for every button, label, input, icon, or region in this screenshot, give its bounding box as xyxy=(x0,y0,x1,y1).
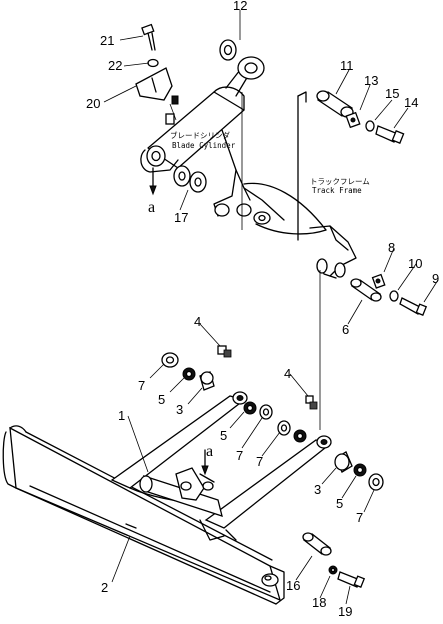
grease-fitting-part-4a xyxy=(217,345,232,358)
label-part-6: 6 xyxy=(342,322,349,337)
blade-part-2 xyxy=(2,425,285,605)
bolt-part-19 xyxy=(337,571,366,588)
label-part-10: 10 xyxy=(408,256,422,271)
track-frame xyxy=(297,91,357,279)
track-frame-caption-en: Track Frame xyxy=(312,186,362,195)
frame-part-1 xyxy=(110,391,332,541)
grease-fitting-part-4b xyxy=(305,395,318,410)
washer-part-12 xyxy=(219,39,237,61)
washer-part-22 xyxy=(147,58,159,68)
label-part-7a: 7 xyxy=(138,378,145,393)
label-part-15: 15 xyxy=(385,86,399,101)
frame-bracket xyxy=(213,92,327,235)
label-part-2: 2 xyxy=(101,580,108,595)
reference-letter-a-blade: a xyxy=(206,443,213,460)
label-part-22: 22 xyxy=(108,58,122,73)
label-part-5c: 5 xyxy=(336,496,343,511)
seal-part-5a xyxy=(182,367,196,381)
label-part-8: 8 xyxy=(388,240,395,255)
bolt-part-9 xyxy=(399,297,428,316)
blade-cylinder-caption-jp: ブレードシリンダ xyxy=(170,130,230,140)
label-part-21: 21 xyxy=(100,33,114,48)
label-part-7d: 7 xyxy=(356,510,363,525)
label-part-18: 18 xyxy=(312,595,326,610)
blade-cylinder-caption-en: Blade Cylinder xyxy=(172,141,236,150)
washer-part-15 xyxy=(365,120,375,132)
washer-part-7b xyxy=(259,404,273,420)
label-part-4b: 4 xyxy=(284,366,291,381)
label-part-7c: 7 xyxy=(256,454,263,469)
label-part-5a: 5 xyxy=(158,392,165,407)
label-part-17: 17 xyxy=(174,210,188,225)
leader-lines xyxy=(103,10,439,605)
label-part-3a: 3 xyxy=(176,402,183,417)
label-part-4a: 4 xyxy=(194,314,201,329)
washer-part-7c xyxy=(277,420,291,436)
seal-part-5b xyxy=(243,401,257,415)
pin-part-6 xyxy=(350,278,382,302)
track-frame-caption-jp: トラックフレーム xyxy=(310,177,370,186)
plate-part-8 xyxy=(371,273,386,289)
seal-part-5c xyxy=(293,429,307,443)
bolt-part-21 xyxy=(141,23,156,51)
bushing-part-3b xyxy=(334,451,353,473)
bolt-part-14 xyxy=(375,125,405,144)
washer-part-7a xyxy=(161,352,179,368)
reference-letter-a-top: a xyxy=(148,199,155,216)
pin-part-11 xyxy=(316,90,354,118)
washer-part-7d xyxy=(368,473,384,491)
bushing-part-3a xyxy=(199,371,215,391)
spacers-part-17 xyxy=(173,165,207,193)
label-part-12: 12 xyxy=(233,0,247,13)
label-part-19: 19 xyxy=(338,604,352,619)
washer-part-18 xyxy=(328,565,338,575)
label-part-1: 1 xyxy=(118,408,125,423)
label-part-11: 11 xyxy=(340,58,354,73)
label-part-20: 20 xyxy=(86,96,100,111)
blade-cylinder xyxy=(140,56,265,196)
label-part-16: 16 xyxy=(286,578,300,593)
bracket-part-20 xyxy=(135,67,173,101)
label-part-3b: 3 xyxy=(314,482,321,497)
plate-part-13 xyxy=(345,111,361,129)
label-part-7b: 7 xyxy=(236,448,243,463)
washer-part-10 xyxy=(389,290,399,302)
label-part-14: 14 xyxy=(404,95,418,110)
label-part-9: 9 xyxy=(432,271,439,286)
label-part-5b: 5 xyxy=(220,428,227,443)
label-part-13: 13 xyxy=(364,73,378,88)
pin-part-16 xyxy=(302,532,332,556)
seal-part-5d xyxy=(353,463,367,477)
